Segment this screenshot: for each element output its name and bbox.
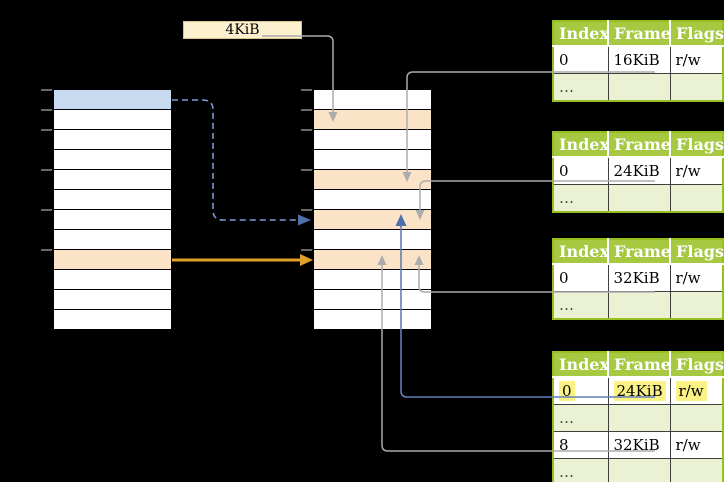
physical-frame-row	[314, 270, 431, 290]
virtual-page-row-mapped-blue	[54, 90, 171, 110]
cell-index: …	[552, 184, 609, 213]
cell-index: 0	[552, 45, 609, 74]
header-index: Index	[552, 351, 609, 378]
virtual-page-row	[54, 290, 171, 310]
cell-frame	[607, 184, 671, 213]
table-header-row: Index Frame Flags	[552, 351, 724, 378]
cell-flags: r/w	[669, 45, 724, 74]
cell-frame: 24KiB	[607, 376, 671, 405]
table-row: 0 32KiB r/w	[552, 263, 724, 292]
physical-frame-row	[314, 310, 431, 329]
virtual-page-row-mapped-orange	[54, 250, 171, 270]
physical-frame-row	[314, 150, 431, 170]
table-row-highlighted: 0 24KiB r/w	[552, 376, 724, 405]
cell-flags	[669, 458, 724, 482]
cell-index: …	[552, 73, 609, 102]
header-index: Index	[552, 131, 609, 158]
page-table-16kib: Index Frame Flags 0 16KiB r/w …	[552, 20, 724, 102]
cell-flags: r/w	[669, 156, 724, 185]
virtual-page-row	[54, 190, 171, 210]
physical-frame-row	[314, 90, 431, 110]
cell-index: 0	[552, 263, 609, 292]
virtual-page-row	[54, 170, 171, 190]
table-header-row: Index Frame Flags	[552, 238, 724, 265]
highlighted-value: 0	[559, 381, 575, 401]
cell-index: 0	[552, 376, 609, 405]
cell-flags: r/w	[669, 431, 724, 459]
virtual-page-row	[54, 310, 171, 329]
table-row: 8 32KiB r/w	[552, 431, 724, 459]
virtual-memory-stack	[53, 89, 172, 330]
cell-frame	[607, 458, 671, 482]
root-table-pointer-label: 4KiB	[183, 21, 302, 39]
table-row-ellipsis: …	[552, 458, 724, 482]
physical-memory-ticks	[301, 89, 312, 251]
cell-flags: r/w	[669, 376, 724, 405]
cell-frame: 32KiB	[607, 431, 671, 459]
cell-index: …	[552, 458, 609, 482]
highlighted-value: r/w	[675, 381, 707, 401]
table-row-ellipsis: …	[552, 73, 724, 102]
header-frame: Frame	[607, 20, 671, 47]
header-index: Index	[552, 20, 609, 47]
physical-frame-row	[314, 230, 431, 250]
cell-frame	[607, 73, 671, 102]
highlighted-value: 24KiB	[613, 381, 666, 401]
cell-flags: r/w	[669, 263, 724, 292]
physical-frame-row	[314, 130, 431, 150]
root-page-table-4kib: Index Frame Flags 0 24KiB r/w … 8 32KiB …	[552, 351, 724, 482]
cell-index: …	[552, 404, 609, 432]
table-row-ellipsis: …	[552, 184, 724, 213]
cell-index: …	[552, 291, 609, 320]
page-table-32kib: Index Frame Flags 0 32KiB r/w …	[552, 238, 724, 320]
cell-frame: 16KiB	[607, 45, 671, 74]
arrow-virtual-page-blue-mapping	[172, 99, 311, 226]
table-row: 0 24KiB r/w	[552, 156, 724, 185]
cell-flags	[669, 184, 724, 213]
virtual-page-row	[54, 110, 171, 130]
header-frame: Frame	[607, 351, 671, 378]
physical-frame-row-table-24KiB	[314, 210, 431, 230]
cell-frame	[607, 291, 671, 320]
cell-flags	[669, 404, 724, 432]
header-index: Index	[552, 238, 609, 265]
virtual-memory-ticks	[41, 89, 52, 251]
arrow-virtual-page-orange-mapping	[172, 254, 313, 266]
physical-frame-row-root-table-4KiB	[314, 110, 431, 130]
virtual-page-row	[54, 230, 171, 250]
cell-frame	[607, 404, 671, 432]
table-header-row: Index Frame Flags	[552, 131, 724, 158]
cell-flags	[669, 291, 724, 320]
physical-frame-row	[314, 190, 431, 210]
virtual-page-row	[54, 270, 171, 290]
header-flags: Flags	[669, 20, 724, 47]
header-frame: Frame	[607, 131, 671, 158]
header-flags: Flags	[669, 131, 724, 158]
cell-frame: 32KiB	[607, 263, 671, 292]
table-row-ellipsis: …	[552, 291, 724, 320]
table-row-ellipsis: …	[552, 404, 724, 432]
physical-frame-row-table-16KiB	[314, 170, 431, 190]
physical-frame-row-table-32KiB	[314, 250, 431, 270]
table-header-row: Index Frame Flags	[552, 20, 724, 47]
cell-index: 8	[552, 431, 609, 459]
cell-index: 0	[552, 156, 609, 185]
virtual-page-row	[54, 210, 171, 230]
physical-frame-row	[314, 290, 431, 310]
virtual-page-row	[54, 130, 171, 150]
cell-frame: 24KiB	[607, 156, 671, 185]
header-frame: Frame	[607, 238, 671, 265]
page-table-24kib: Index Frame Flags 0 24KiB r/w …	[552, 131, 724, 213]
physical-memory-stack	[313, 89, 432, 330]
header-flags: Flags	[669, 238, 724, 265]
virtual-page-row	[54, 150, 171, 170]
cell-flags	[669, 73, 724, 102]
table-row: 0 16KiB r/w	[552, 45, 724, 74]
header-flags: Flags	[669, 351, 724, 378]
